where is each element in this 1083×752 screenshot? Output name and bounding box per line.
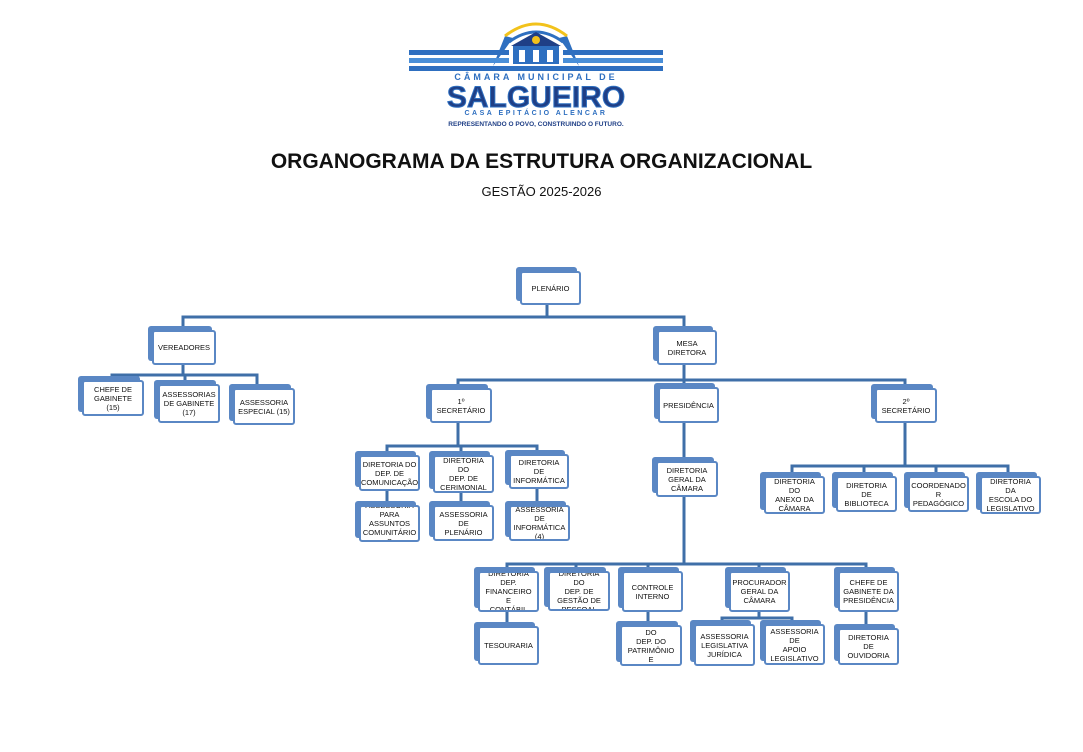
camara-salgueiro-logo: CÂMARA MUNICIPAL DE SALGUEIRO CASA EPITÁ… (409, 22, 663, 128)
node-mesa-diretora: MESA DIRETORA (657, 330, 717, 365)
logo-slogan: REPRESENTANDO O POVO, CONSTRUINDO O FUTU… (448, 121, 624, 128)
node-vereadores: VEREADORES (152, 330, 216, 365)
node-coord-pedagogico: COORDENADO R PEDAGÓGICO (908, 476, 969, 512)
building-icon (511, 32, 561, 64)
node-dir-ouvidoria: DIRETORIA DE OUVIDORIA (838, 628, 899, 665)
node-assess-juridica: ASSESSORIA LEGISLATIVA JURÍDICA (694, 624, 755, 666)
logo-name: SALGUEIRO (447, 81, 625, 114)
node-dir-pessoal: DIRETORIA DO DEP. DE GESTÃO DE PESSOAL (548, 571, 610, 611)
node-plenario: PLENÁRIO (520, 271, 581, 305)
node-dir-biblioteca: DIRETORIA DE BIBLIOTECA (836, 476, 897, 512)
logo-stripes (409, 50, 663, 71)
node-assess-assuntos-comunitarios: ASSESSORIA PARA ASSUNTOS COMUNITÁRIO S (359, 505, 420, 542)
node-dir-escola: DIRETORIA DA ESCOLA DO LEGISLATIVO (980, 476, 1041, 514)
node-segundo-secretario: 2º SECRETÁRIO (875, 388, 937, 423)
node-chefe-gabinete-presidencia: CHEFE DE GABINETE DA PRESIDÊNCIA (838, 571, 899, 612)
connector-dir-geral (505, 495, 868, 573)
logo-house: CASA EPITÁCIO ALENCAR (465, 108, 608, 117)
node-assessoria-especial: ASSESSORIA ESPECIAL (15) (233, 388, 295, 425)
connector-mesa (456, 363, 907, 390)
node-primeiro-secretario: 1º SECRETÁRIO (430, 388, 492, 423)
logo-top-text: CÂMARA MUNICIPAL DE (454, 71, 617, 82)
node-presidencia: PRESIDÊNCIA (658, 387, 719, 423)
page-title: ORGANOGRAMA DA ESTRUTURA ORGANIZACIONAL (270, 150, 813, 173)
node-chefe-gabinete: CHEFE DE GABINETE (15) (82, 380, 144, 416)
node-tesouraria: TESOURARIA (478, 626, 539, 665)
node-dir-comunicacao: DIRETORIA DO DEP. DE COMUNICAÇÃO (359, 455, 420, 491)
node-assess-plenario: ASSESSORIA DE PLENÁRIO (433, 505, 494, 541)
node-controle-interno: CONTROLE INTERNO (622, 571, 683, 612)
node-dir-patrimonio: DIRETORIA DO DEP. DO PATRIMÔNIO E ACERVO (620, 625, 682, 666)
connector-vereadores (110, 363, 259, 390)
node-procurador-geral: PROCURADOR GERAL DA CÂMARA (729, 571, 790, 612)
connector-procurador (720, 610, 794, 626)
node-dir-cerimonial: DIRETORIA DO DEP. DE CERIMONIAL (433, 455, 494, 493)
node-dir-geral: DIRETORIA GERAL DA CÂMARA (656, 461, 718, 497)
node-assess-apoio: ASSESSORIA DE APOIO LEGISLATIVO (764, 624, 825, 665)
node-assessorias-gabinete: ASSESSORIAS DE GABINETE (17) (158, 384, 220, 423)
connector-plenario (181, 303, 686, 332)
connector-primeiro-secretario (385, 421, 539, 457)
node-dir-informatica: DIRETORIA DE INFORMÁTICA (509, 454, 569, 489)
node-dir-financeiro: DIRETORIA DEP. FINANCEIRO E CONTÁBIL (478, 571, 539, 612)
node-assess-informatica: ASSESSORIA DE INFORMÁTICA (4) (509, 505, 570, 541)
node-dir-anexo: DIRETORIA DO ANEXO DA CÂMARA (764, 476, 825, 514)
connector-segundo-secretario (790, 421, 1010, 478)
page-subtitle: GESTÃO 2025-2026 (481, 184, 602, 199)
